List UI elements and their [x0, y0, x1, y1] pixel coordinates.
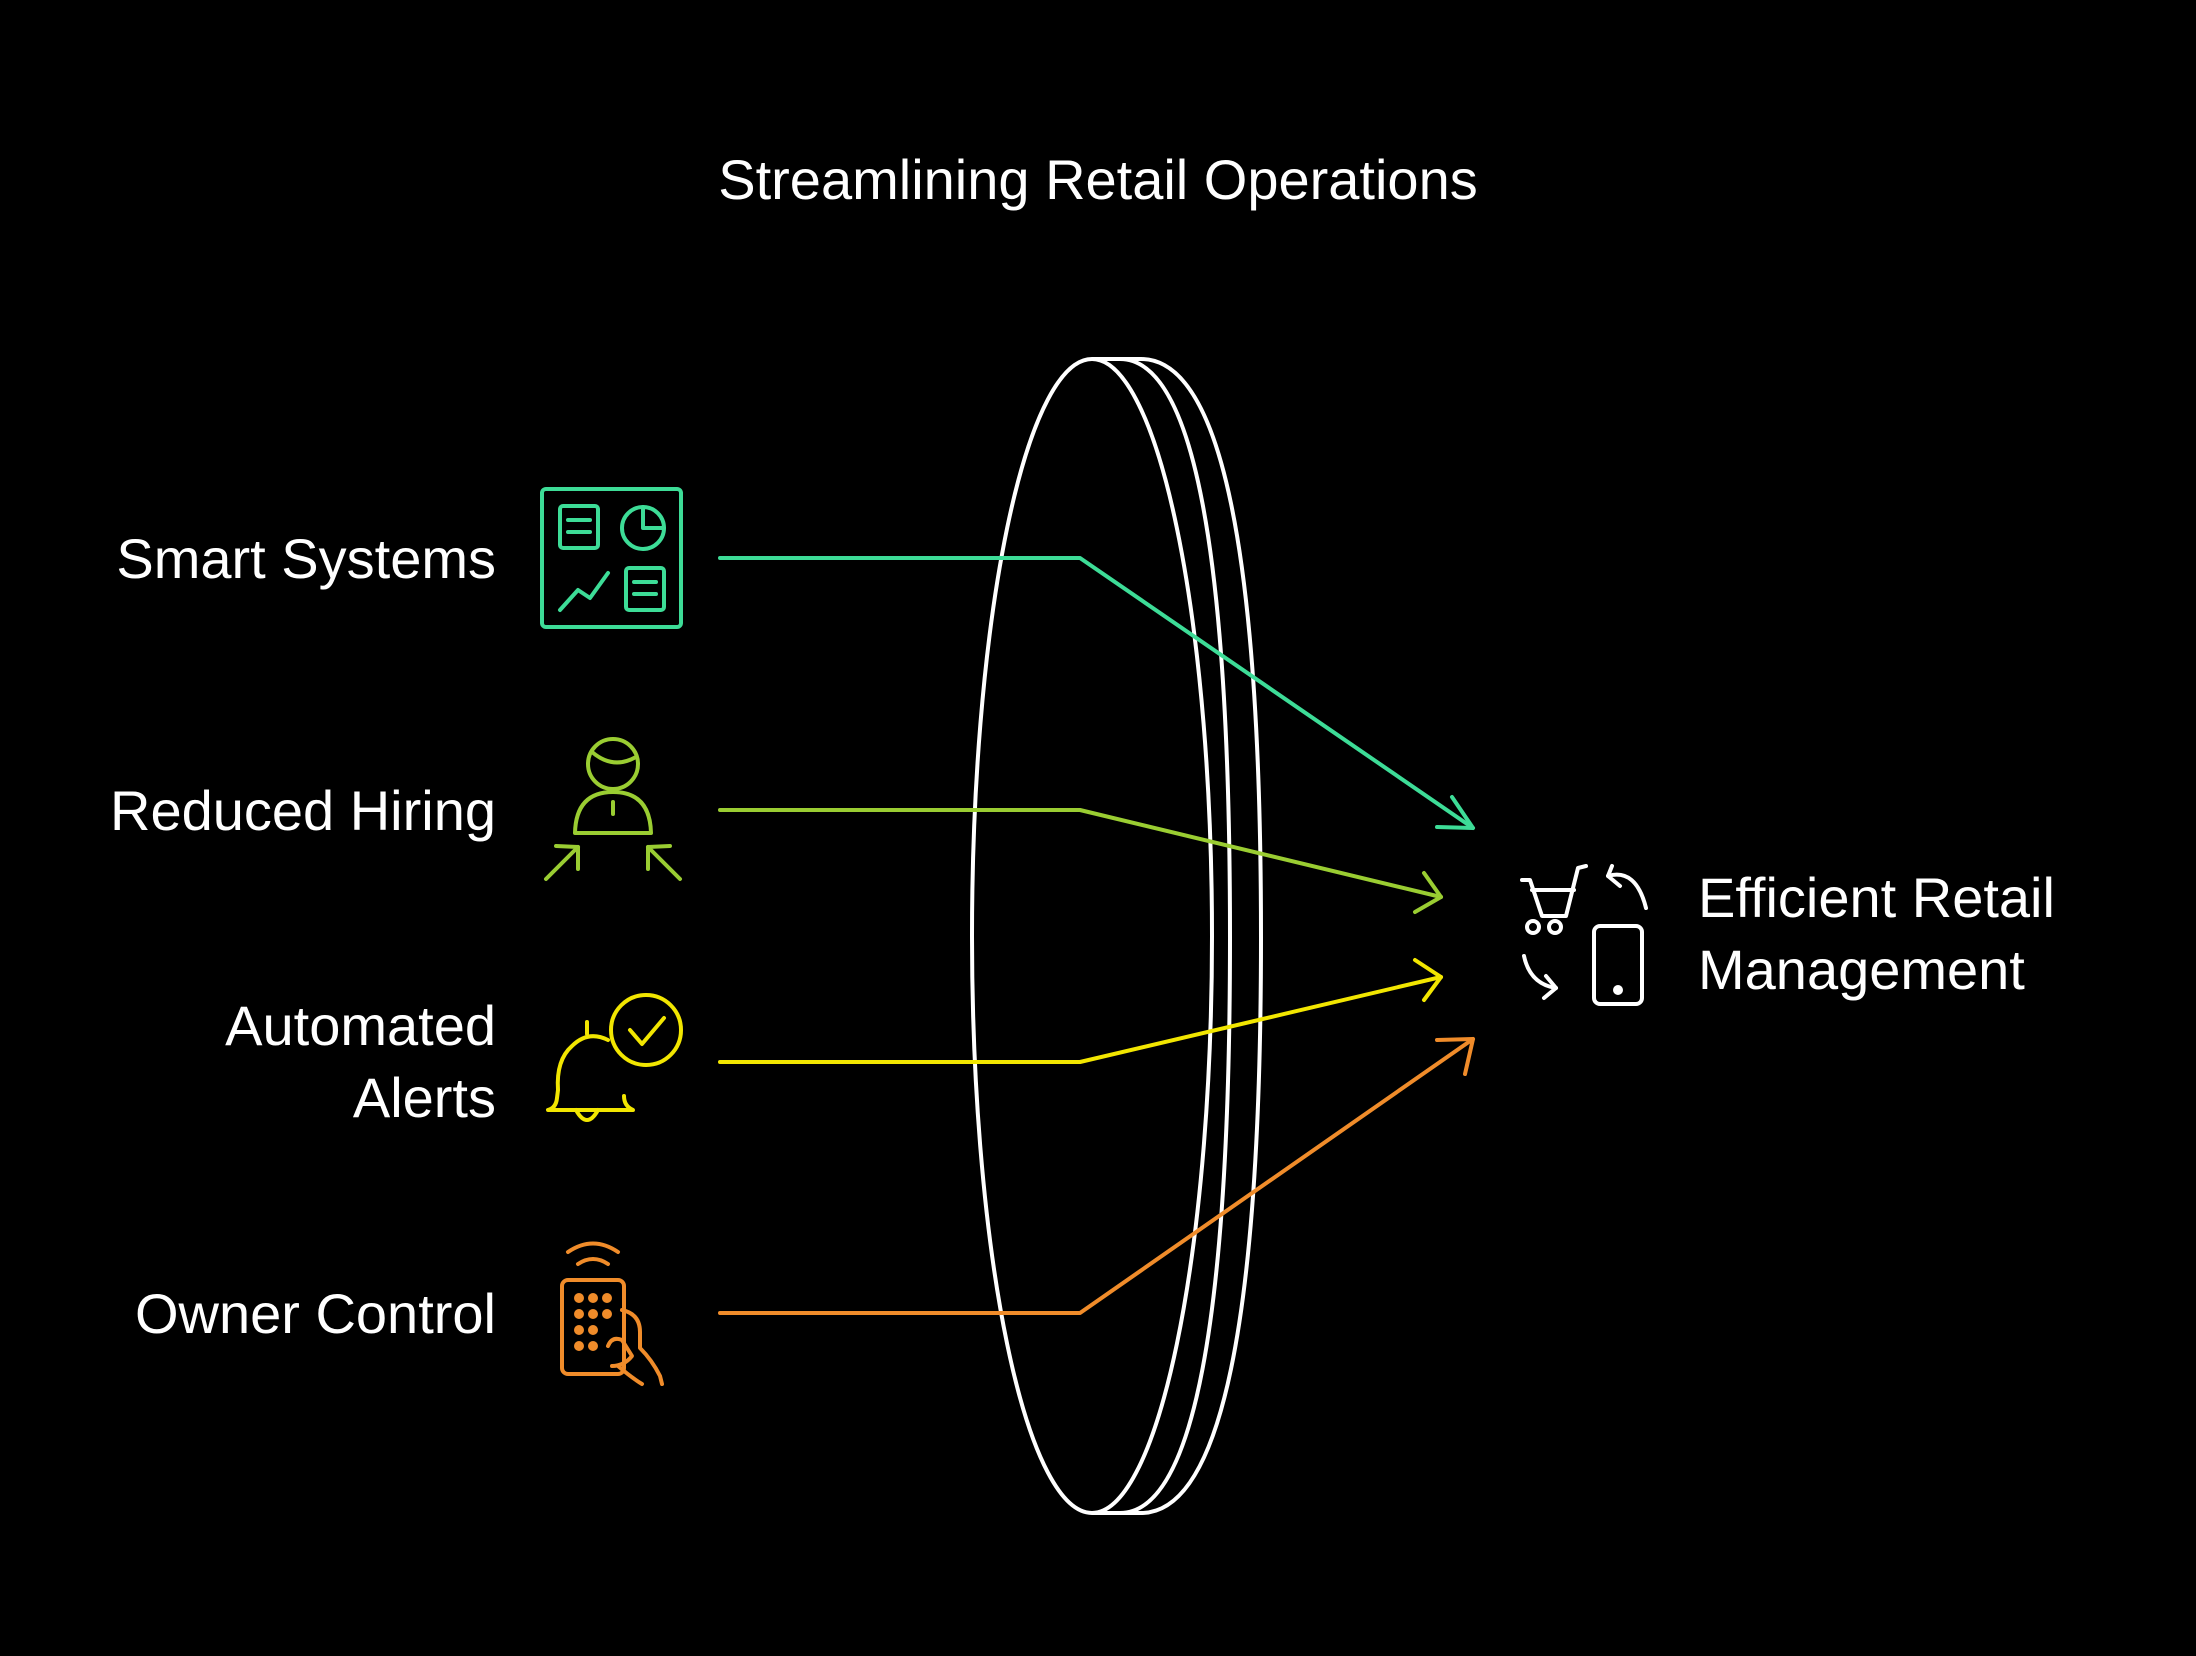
- output-label-line-2: Management: [1698, 938, 2025, 1001]
- connector-reduced-hiring: [718, 808, 1443, 914]
- connector-automated-alerts: [718, 958, 1443, 1064]
- connector-smart-systems: [718, 556, 1475, 830]
- label-reduced-hiring: Reduced Hiring: [110, 779, 496, 842]
- label-smart-systems: Smart Systems: [116, 527, 496, 590]
- lens-disc: [970, 357, 1264, 1515]
- label-automated-alerts-line-1: Automated: [225, 994, 496, 1057]
- arrowhead: [1413, 871, 1443, 914]
- person-arrows-icon: [544, 737, 682, 881]
- label-automated-alerts: Automated Alerts: [0, 990, 496, 1134]
- lens-front-face: [970, 357, 1214, 1515]
- bell-check-icon: [546, 993, 683, 1122]
- diagram-title: Streamlining Retail Operations: [718, 148, 1478, 211]
- connector-owner-control: [718, 1037, 1475, 1315]
- arrowhead: [1435, 795, 1475, 830]
- dashboard-icon: [540, 487, 683, 629]
- label-owner-control: Owner Control: [134, 1282, 496, 1345]
- lens-mid-rim: [1119, 357, 1233, 1515]
- arrowhead: [1413, 958, 1443, 1002]
- arrowhead: [1435, 1037, 1475, 1076]
- lens-back-edge: [1092, 357, 1264, 1515]
- output-label: Efficient Retail Management: [1698, 862, 2178, 1006]
- output-label-line-1: Efficient Retail: [1698, 866, 2055, 929]
- cart-phone-sync-icon: [1520, 864, 1648, 1006]
- remote-control-icon: [560, 1241, 664, 1386]
- label-automated-alerts-line-2: Alerts: [352, 1066, 496, 1129]
